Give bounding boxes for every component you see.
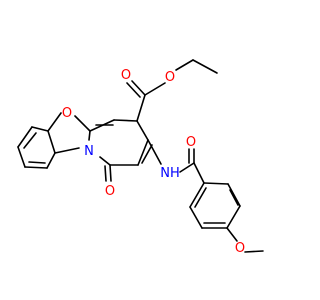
- bonds: [17, 59, 264, 253]
- molecule-diagram: O O O N O NH O O: [17, 59, 264, 256]
- amide-oxygen-label: O: [186, 135, 196, 150]
- ester-carbonyl-oxygen-label: O: [121, 68, 131, 83]
- ring-nitrogen-label: N: [84, 144, 94, 159]
- structure-svg: O O O N O NH O O: [17, 59, 264, 256]
- methoxy-oxygen-label: O: [235, 241, 245, 256]
- ester-ether-oxygen-label: O: [165, 70, 175, 85]
- lactam-oxygen-label: O: [105, 184, 115, 199]
- amide-nh-label: NH: [160, 166, 180, 181]
- furan-oxygen-label: O: [62, 106, 72, 121]
